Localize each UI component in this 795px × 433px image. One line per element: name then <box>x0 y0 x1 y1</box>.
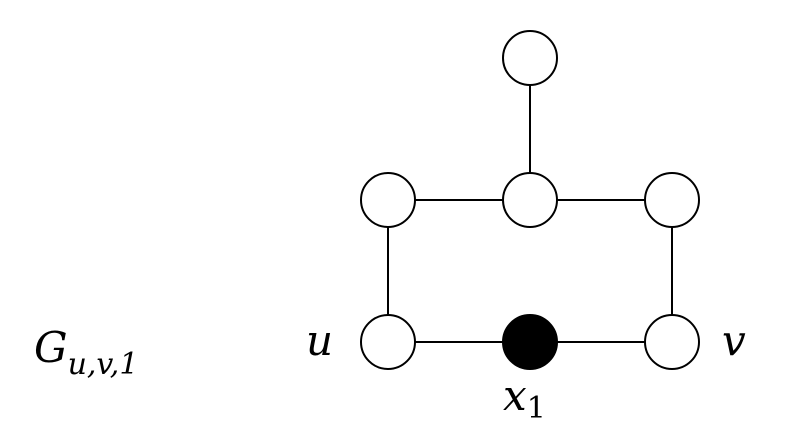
label-v: v <box>722 316 746 365</box>
graph-name-main: G <box>34 323 68 372</box>
node-v <box>644 314 700 370</box>
node-top <box>502 30 558 86</box>
nodes <box>360 30 700 370</box>
node-mid-center <box>502 172 558 228</box>
graph-name-subscript: u,v,1 <box>68 347 139 382</box>
graph-name: Gu,v,1 <box>34 323 138 382</box>
label-u: u <box>306 316 333 365</box>
label-x1-subscript: 1 <box>527 391 546 426</box>
node-x1 <box>502 314 558 370</box>
label-x1: x1 <box>503 371 546 426</box>
label-x1-main: x <box>503 371 527 420</box>
node-mid-left <box>360 172 416 228</box>
node-u <box>360 314 416 370</box>
node-mid-right <box>644 172 700 228</box>
